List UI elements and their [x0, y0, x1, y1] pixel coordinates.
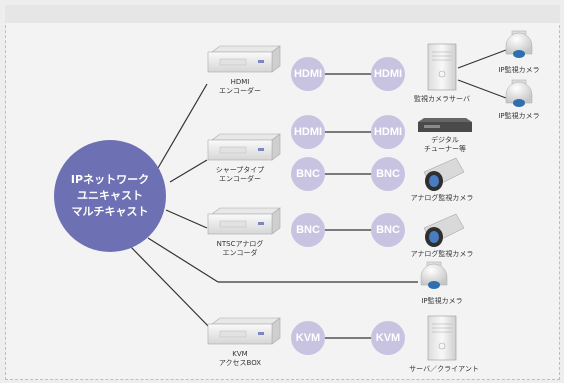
hdmi-badge-4: HDMI — [371, 115, 405, 149]
monitor-server-label: 監視カメラサーバ — [414, 94, 470, 103]
hub-to-ntsc-encoder-line — [165, 209, 208, 229]
ip-camera-1-label: IP監視カメラ — [498, 65, 539, 74]
kvm-badge-2: KVM — [371, 321, 405, 355]
bnc-badge-3-text: BNC — [296, 224, 320, 236]
analog-camera-2-label: アナログ監視カメラ — [411, 249, 474, 258]
top-band — [5, 5, 560, 23]
bnc-badge-3: BNC — [291, 213, 325, 247]
digital-tuner-icon: デジタル チューナー等 — [418, 118, 472, 153]
hdmi-badge-1-text: HDMI — [294, 68, 322, 80]
hub-line-3: マルチキャスト — [72, 205, 149, 218]
kvm-box: KVM アクセスBOX — [207, 317, 281, 367]
hdmi-badge-3-text: HDMI — [294, 126, 322, 138]
bnc-badge-1-text: BNC — [296, 168, 320, 180]
bnc-badge-4-text: BNC — [376, 224, 400, 236]
ip-network-hub: IPネットワーク ユニキャスト マルチキャスト — [54, 140, 166, 252]
hdmi-badge-2: HDMI — [371, 57, 405, 91]
hdmi-badge-2-text: HDMI — [374, 68, 402, 80]
hdmi-encoder: HDMI エンコーダー — [207, 45, 281, 95]
ip-camera-icon: IP監視カメラ — [498, 79, 540, 120]
interface-badges: HDMI HDMI HDMI HDMI BNC BNC BNC BNC KVM … — [291, 57, 405, 355]
kvm-box-label-2: アクセスBOX — [219, 359, 261, 367]
sharp-encoder-label-1: シャープタイプ — [216, 165, 265, 174]
sharp-encoder-label-2: エンコーダー — [219, 174, 261, 183]
server-to-camera2-line — [457, 79, 507, 99]
server-to-camera1-line — [457, 49, 507, 69]
analog-camera-icon: アナログ監視カメラ — [411, 213, 474, 258]
hdmi-badge-3: HDMI — [291, 115, 325, 149]
ntsc-encoder-label-2: エンコーダ — [223, 248, 258, 257]
hub-to-sharp-encoder-line — [169, 159, 208, 183]
ip-camera-icon: IP監視カメラ — [420, 261, 463, 305]
ntsc-encoder: NTSCアナログ エンコーダ — [207, 207, 281, 257]
ip-camera-3-label: IP監視カメラ — [421, 296, 462, 305]
analog-camera-1-label: アナログ監視カメラ — [411, 193, 474, 202]
hdmi-badge-1: HDMI — [291, 57, 325, 91]
ip-camera-2-label: IP監視カメラ — [498, 111, 539, 120]
bnc-badge-2-text: BNC — [376, 168, 400, 180]
ip-camera-icon: IP監視カメラ — [498, 30, 540, 74]
hub-line-1: IPネットワーク — [71, 173, 149, 186]
hub-to-ip-camera-line — [147, 237, 219, 283]
sharp-encoder: シャープタイプ エンコーダー — [207, 133, 281, 183]
hdmi-badge-4-text: HDMI — [374, 126, 402, 138]
digital-tuner-label-1: デジタル — [431, 135, 459, 144]
connection-lines — [127, 49, 507, 339]
hdmi-encoder-label-1: HDMI — [231, 78, 250, 86]
bnc-badge-1: BNC — [291, 157, 325, 191]
kvm-badge-1: KVM — [291, 321, 325, 355]
kvm-badge-1-text: KVM — [296, 332, 320, 344]
server-client-label: サーバ／クライアント — [409, 365, 479, 373]
hub-to-hdmi-encoder-line — [157, 83, 208, 169]
analog-camera-icon: アナログ監視カメラ — [411, 157, 474, 202]
bnc-badge-2: BNC — [371, 157, 405, 191]
hub-line-2: ユニキャスト — [77, 189, 143, 202]
hdmi-encoder-label-2: エンコーダー — [219, 86, 261, 95]
digital-tuner-label-2: チューナー等 — [424, 144, 466, 153]
hub-to-kvm-line — [127, 243, 213, 331]
kvm-badge-2-text: KVM — [376, 332, 400, 344]
bnc-badge-4: BNC — [371, 213, 405, 247]
kvm-box-label-1: KVM — [232, 350, 247, 358]
server-client-icon: サーバ／クライアント — [409, 315, 479, 373]
ntsc-encoder-label-1: NTSCアナログ — [217, 239, 264, 248]
monitor-server-icon: 監視カメラサーバ — [414, 43, 470, 103]
